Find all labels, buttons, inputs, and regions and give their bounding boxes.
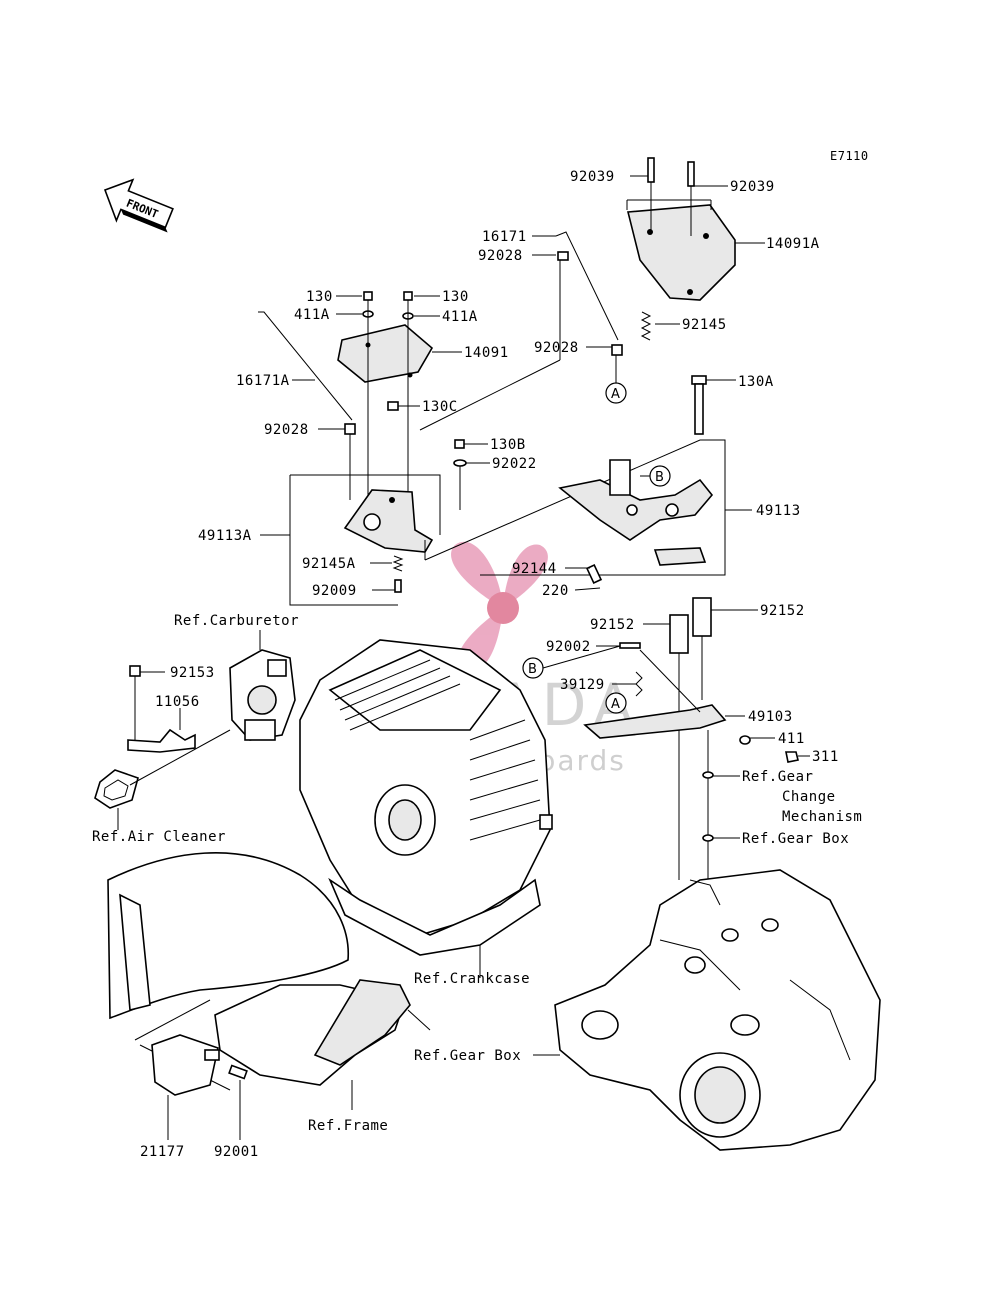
label-11056: 11056 xyxy=(155,694,200,710)
ref-gear-change-1: Ref.Gear xyxy=(742,769,813,785)
callout-A-lower: A xyxy=(605,692,627,714)
diagram-code: E7110 xyxy=(830,149,869,163)
label-92001: 92001 xyxy=(214,1144,259,1160)
label-311: 311 xyxy=(812,749,839,765)
label-49113A: 49113A xyxy=(198,528,252,544)
bracket-49113A xyxy=(343,489,434,553)
label-92002: 92002 xyxy=(546,639,591,655)
label-411: 411 xyxy=(778,731,805,747)
label-16171A: 16171A xyxy=(236,373,290,389)
label-411A-a: 411A xyxy=(294,307,330,323)
carburetor xyxy=(229,649,296,741)
label-220: 220 xyxy=(542,583,569,599)
label-92039-a: 92039 xyxy=(570,169,615,185)
label-39129: 39129 xyxy=(560,677,605,693)
label-92153: 92153 xyxy=(170,665,215,681)
label-130C: 130C xyxy=(422,399,458,415)
label-92028-a: 92028 xyxy=(478,248,523,264)
label-21177: 21177 xyxy=(140,1144,185,1160)
label-92144: 92144 xyxy=(512,561,557,577)
label-92028-b: 92028 xyxy=(534,340,579,356)
bracket-49113 xyxy=(558,459,714,566)
spring-92145 xyxy=(640,311,652,341)
ref-gear-box-a: Ref.Gear Box xyxy=(742,831,849,847)
part-labels: 92039 92039 14091A 16171 92028 130 130 4… xyxy=(92,169,862,1160)
label-92145: 92145 xyxy=(682,317,727,333)
svg-text:A: A xyxy=(611,697,620,712)
label-14091: 14091 xyxy=(464,345,509,361)
label-92009: 92009 xyxy=(312,583,357,599)
label-49113: 49113 xyxy=(756,503,801,519)
svg-text:A: A xyxy=(611,387,620,402)
callout-A-upper: A xyxy=(605,382,627,404)
cover-14091 xyxy=(337,324,434,383)
callout-B-upper: B xyxy=(649,465,671,487)
label-16171: 16171 xyxy=(482,229,527,245)
svg-text:B: B xyxy=(655,470,664,485)
label-14091A: 14091A xyxy=(766,236,820,252)
svg-text:B: B xyxy=(528,662,537,677)
label-92152-a: 92152 xyxy=(590,617,635,633)
front-arrow-icon: FRONT xyxy=(103,178,174,233)
watermark-propeller-icon xyxy=(451,541,548,672)
label-130-b: 130 xyxy=(442,289,469,305)
ref-air-cleaner: Ref.Air Cleaner xyxy=(92,829,226,845)
ref-crankcase: Ref.Crankcase xyxy=(414,971,530,987)
ref-gear-change-3: Mechanism xyxy=(782,809,862,825)
gear-box xyxy=(554,869,881,1151)
label-49103: 49103 xyxy=(748,709,793,725)
label-92145A: 92145A xyxy=(302,556,356,572)
relay-21177 xyxy=(151,1034,220,1096)
label-92028-c: 92028 xyxy=(264,422,309,438)
engine-crankcase xyxy=(299,639,553,956)
frame xyxy=(107,852,411,1091)
ref-frame: Ref.Frame xyxy=(308,1118,388,1134)
label-130-a: 130 xyxy=(306,289,333,305)
label-130A: 130A xyxy=(738,374,774,390)
label-130B: 130B xyxy=(490,437,526,453)
ref-carburetor: Ref.Carburetor xyxy=(174,613,299,629)
label-92022: 92022 xyxy=(492,456,537,472)
label-411A-b: 411A xyxy=(442,309,478,325)
ref-gear-box-b: Ref.Gear Box xyxy=(414,1048,521,1064)
ref-gear-change-2: Change xyxy=(782,789,836,805)
label-92152-b: 92152 xyxy=(760,603,805,619)
callout-B-lower: B xyxy=(522,657,544,679)
cover-14091A xyxy=(626,157,736,301)
label-92039-b: 92039 xyxy=(730,179,775,195)
lever-49103 xyxy=(583,649,727,739)
